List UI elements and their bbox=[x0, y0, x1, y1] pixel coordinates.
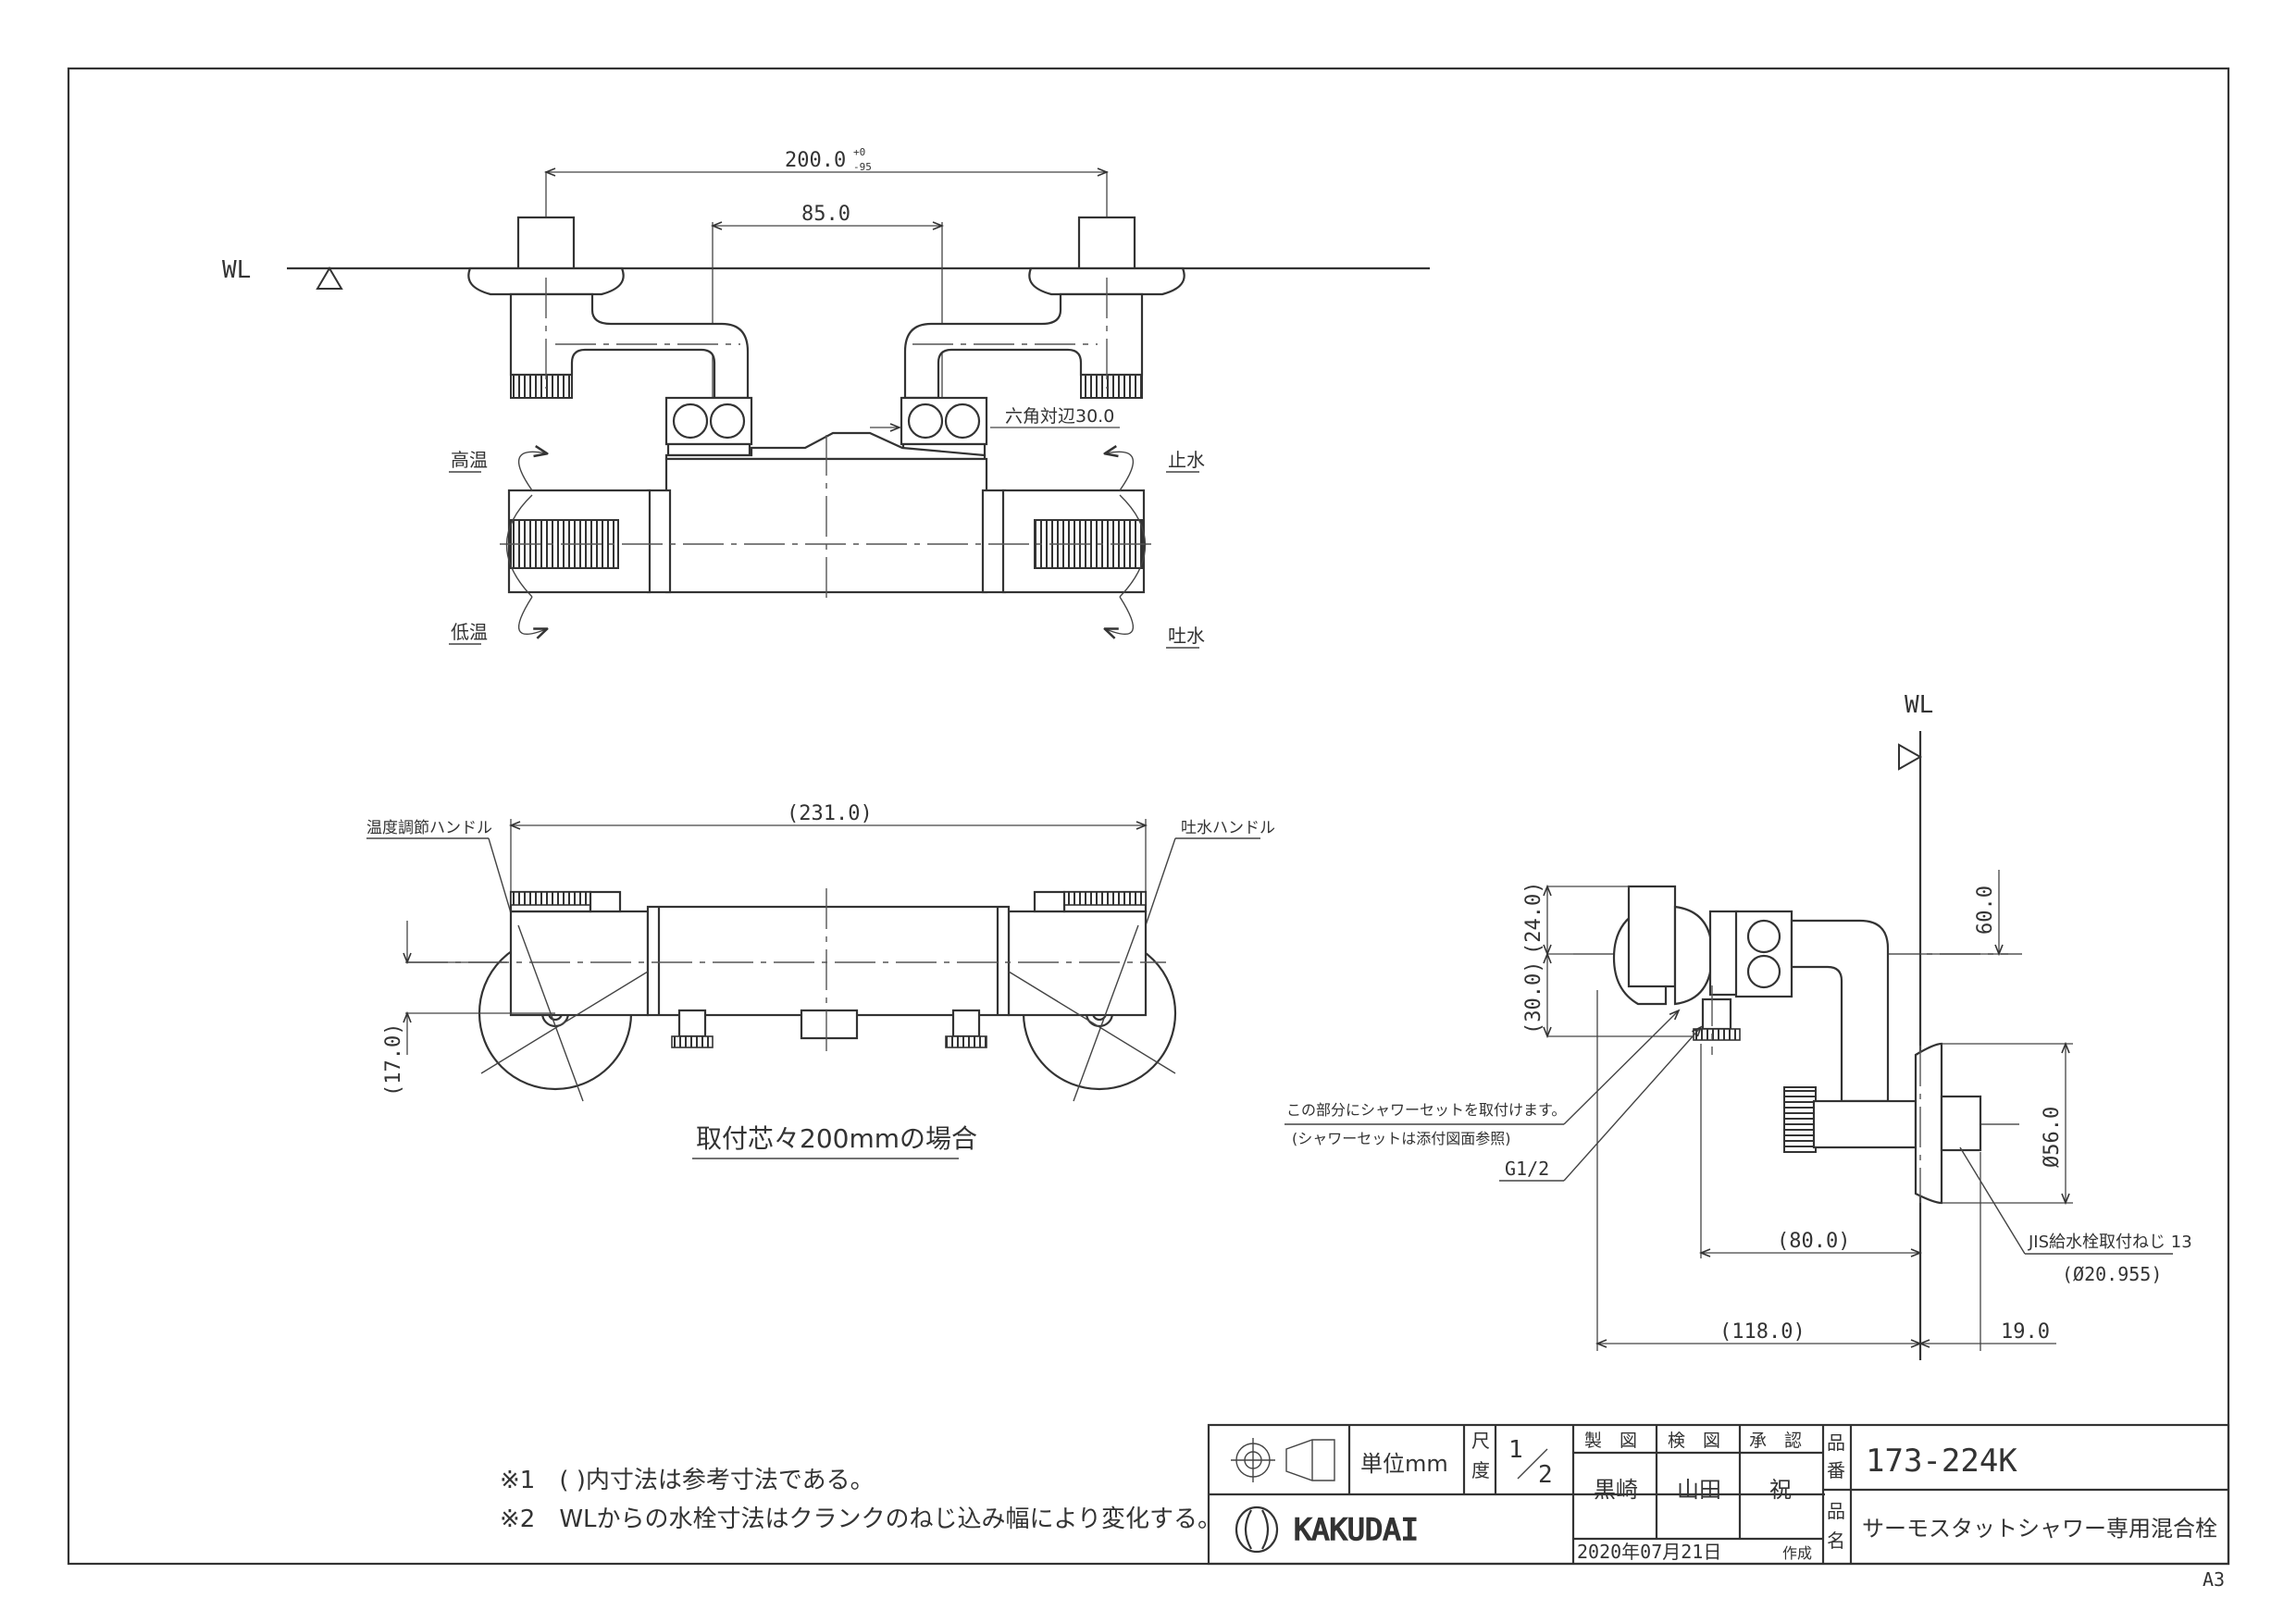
side-wl-label: WL bbox=[1905, 691, 1933, 719]
label-spout-handle: 吐水ハンドル bbox=[1181, 819, 1275, 837]
dim-80: (80.0) bbox=[1777, 1230, 1850, 1253]
part-name-label-1: 品 bbox=[1827, 1500, 1845, 1522]
scale-label-2: 度 bbox=[1471, 1459, 1490, 1481]
created-date: 2020年07月21日 bbox=[1577, 1541, 1721, 1563]
shower-note-1: この部分にシャワーセットを取付けます。 bbox=[1286, 1101, 1566, 1119]
jis-diameter: (Ø20.955) bbox=[2062, 1263, 2162, 1285]
dim-56: Ø56.0 bbox=[2041, 1107, 2064, 1168]
dim-231: (231.0) bbox=[787, 802, 873, 825]
col-approve: 承 認 bbox=[1749, 1431, 1802, 1451]
top-view: WL 200.0 +0 -95 85.0 六角対辺3 bbox=[222, 146, 1430, 649]
title-block: 単位mm 尺 度 1 2 製 図 検 図 承 認 黒崎 山田 祝 品 番 173… bbox=[1207, 1423, 2230, 1566]
part-name-label-2: 名 bbox=[1827, 1530, 1845, 1552]
dim-200-tol-lower: -95 bbox=[853, 161, 872, 173]
part-no-label-1: 品 bbox=[1827, 1431, 1845, 1454]
shower-note-2: (シャワーセットは添付図面参照) bbox=[1292, 1130, 1511, 1147]
wl-triangle bbox=[316, 266, 343, 290]
label-temp-handle: 温度調節ハンドル bbox=[366, 819, 492, 837]
col-check: 検 図 bbox=[1668, 1431, 1720, 1451]
scale-num: 1 bbox=[1508, 1436, 1523, 1464]
dim-85: 85.0 bbox=[801, 203, 850, 226]
label-low-temp: 低温 bbox=[451, 621, 488, 643]
sheet-border bbox=[67, 67, 2230, 1566]
part-no: 173-224K bbox=[1866, 1443, 2017, 1480]
brand-name: KAKUDAI bbox=[1294, 1512, 1419, 1547]
scale-den: 2 bbox=[1538, 1461, 1553, 1489]
label-stop-water: 止水 bbox=[1168, 449, 1205, 471]
dim-60: 60.0 bbox=[1974, 886, 1997, 935]
dim-17: (17.0) bbox=[382, 1023, 405, 1096]
part-no-label-2: 番 bbox=[1827, 1459, 1845, 1481]
front-caption: 取付芯々200mmの場合 bbox=[696, 1123, 977, 1154]
side-view: WL (24.0) (30.0) bbox=[1285, 691, 2192, 1360]
dim-19: 19.0 bbox=[2001, 1320, 2050, 1344]
label-discharge: 吐水 bbox=[1168, 625, 1205, 647]
front-view: (231.0) 温度調節ハンドル 吐水ハンドル bbox=[366, 802, 1275, 1159]
jis-label: JIS給水栓取付ねじ 13 bbox=[2028, 1233, 2192, 1252]
col-made: 製 図 bbox=[1584, 1431, 1637, 1451]
name-approve: 祝 bbox=[1769, 1477, 1792, 1503]
kakudai-logo-icon: KAKUDAI bbox=[1235, 1505, 1420, 1554]
dim-118: (118.0) bbox=[1719, 1320, 1806, 1344]
dim-30: (30.0) bbox=[1522, 961, 1545, 1035]
top-wl-label: WL bbox=[222, 256, 251, 284]
projection-symbol-icon bbox=[1231, 1438, 1335, 1482]
note-1: ※1 ( )内寸法は参考寸法である。 bbox=[500, 1467, 875, 1494]
name-check: 山田 bbox=[1677, 1477, 1721, 1503]
label-high-temp: 高温 bbox=[451, 449, 488, 471]
scale-label: 尺 bbox=[1471, 1430, 1490, 1452]
part-name: サーモスタットシャワー専用混合栓 bbox=[1862, 1516, 2217, 1542]
dim-200: 200.0 bbox=[785, 149, 846, 172]
dim-200-tol-upper: +0 bbox=[853, 146, 865, 158]
dim-24: (24.0) bbox=[1522, 882, 1545, 955]
g-label: G1/2 bbox=[1505, 1158, 1549, 1180]
note-2: ※2 WLからの水栓寸法はクランクのねじ込み幅により変化する。 bbox=[500, 1505, 1222, 1533]
name-made: 黒崎 bbox=[1594, 1477, 1638, 1503]
created-suffix: 作成 bbox=[1782, 1544, 1812, 1562]
unit-label: 単位mm bbox=[1360, 1451, 1448, 1477]
hex-label: 六角対辺30.0 bbox=[1005, 406, 1114, 427]
sheet-size-label: A3 bbox=[2203, 1568, 2225, 1591]
